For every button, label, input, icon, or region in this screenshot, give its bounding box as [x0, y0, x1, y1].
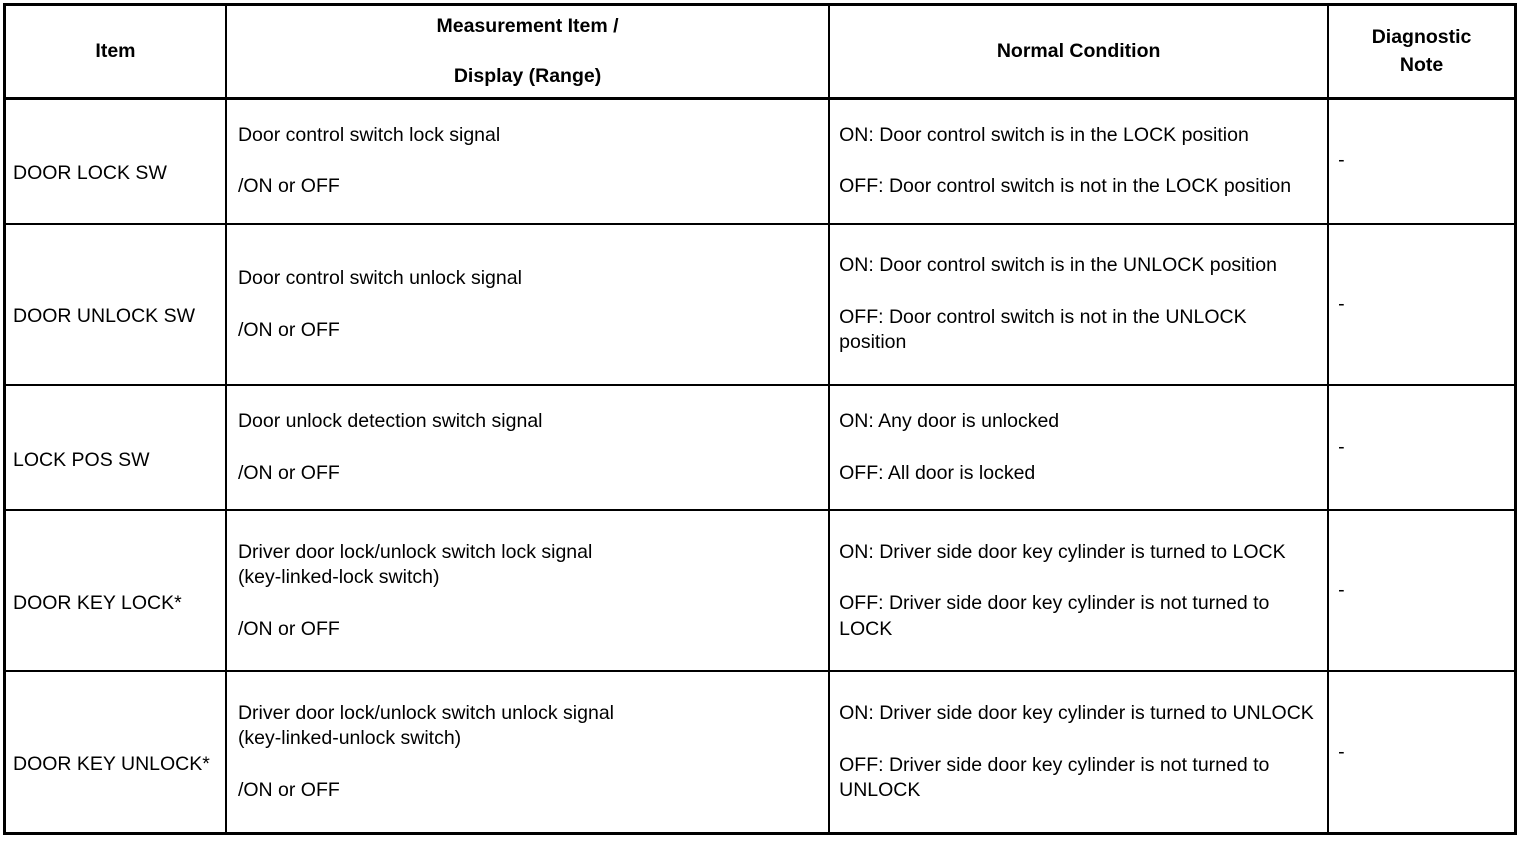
- column-header-measurement-label-line2: Display (Range): [453, 65, 602, 88]
- normal-condition-off: OFF: Driver side door key cylinder is no…: [839, 753, 1270, 802]
- normal-condition-off: OFF: Driver side door key cylinder is no…: [839, 592, 1270, 640]
- measurement-range: /ON or OFF: [237, 318, 340, 341]
- table-body: DOOR LOCK SW Door control switch lock si…: [4, 98, 1516, 834]
- normal-condition-off: OFF: All door is locked: [839, 461, 1036, 484]
- table-row: LOCK POS SW Door unlock detection switch…: [4, 385, 1516, 512]
- normal-condition-on: ON: Door control switch is in the UNLOCK…: [839, 254, 1277, 277]
- normal-condition-off: OFF: Door control switch is not in the L…: [839, 175, 1292, 198]
- cell-normal-condition: ON: Driver side door key cylinder is tur…: [829, 510, 1330, 673]
- measurement-range: /ON or OFF: [237, 461, 340, 484]
- column-header-measurement: Measurement Item / Display (Range): [225, 4, 831, 100]
- data-monitor-specification-table: Item Measurement Item / Display (Range) …: [3, 3, 1517, 835]
- table-row: DOOR KEY UNLOCK* Driver door lock/unlock…: [4, 671, 1516, 834]
- diagnostic-note-value: -: [1338, 740, 1345, 763]
- cell-item: LOCK POS SW: [4, 385, 227, 512]
- diagnostic-note-value: -: [1338, 579, 1345, 602]
- cell-diagnostic-note: -: [1328, 510, 1516, 673]
- cell-normal-condition: ON: Any door is unlocked OFF: All door i…: [829, 385, 1330, 512]
- cell-item: DOOR KEY UNLOCK*: [4, 671, 227, 834]
- measurement-range: /ON or OFF: [237, 175, 340, 198]
- item-name: DOOR UNLOCK SW: [13, 305, 196, 328]
- measurement-description: Driver door lock/unlock switch lock sign…: [237, 540, 593, 588]
- normal-condition-on: ON: Door control switch is in the LOCK p…: [839, 123, 1249, 146]
- normal-condition-on: ON: Any door is unlocked: [839, 410, 1060, 433]
- item-name: DOOR LOCK SW: [13, 162, 167, 185]
- column-header-diagnostic-note-label-line1: Diagnostic: [1371, 26, 1472, 48]
- column-header-measurement-label-line1: Measurement Item /: [436, 15, 619, 37]
- measurement-description: Door control switch lock signal: [237, 123, 501, 146]
- table-row: DOOR KEY LOCK* Driver door lock/unlock s…: [4, 510, 1516, 673]
- cell-diagnostic-note: -: [1328, 671, 1515, 833]
- normal-condition-off: OFF: Door control switch is not in the U…: [839, 305, 1247, 354]
- measurement-description: Door control switch unlock signal: [237, 266, 522, 289]
- item-name: DOOR KEY LOCK*: [13, 591, 182, 614]
- cell-measurement: Door control switch lock signal /ON or O…: [225, 98, 831, 225]
- cell-measurement: Driver door lock/unlock switch unlock si…: [225, 671, 831, 834]
- normal-condition-on: ON: Driver side door key cylinder is tur…: [839, 702, 1314, 725]
- cell-diagnostic-note: -: [1328, 385, 1516, 512]
- table-header: Item Measurement Item / Display (Range) …: [4, 4, 1516, 100]
- document-page: Item Measurement Item / Display (Range) …: [0, 3, 1520, 841]
- cell-normal-condition: ON: Door control switch is in the UNLOCK…: [829, 223, 1330, 387]
- column-header-diagnostic-note: Diagnostic Note: [1328, 4, 1516, 100]
- table-header-row: Item Measurement Item / Display (Range) …: [4, 4, 1516, 100]
- cell-normal-condition: ON: Driver side door key cylinder is tur…: [829, 671, 1330, 834]
- cell-diagnostic-note: -: [1328, 223, 1516, 387]
- column-header-item-label: Item: [95, 40, 136, 63]
- cell-normal-condition: ON: Door control switch is in the LOCK p…: [829, 98, 1330, 225]
- diagnostic-note-value: -: [1338, 292, 1345, 315]
- cell-diagnostic-note: -: [1328, 98, 1516, 225]
- cell-measurement: Driver door lock/unlock switch lock sign…: [225, 510, 831, 673]
- measurement-range: /ON or OFF: [237, 617, 340, 640]
- column-header-normal-condition-label: Normal Condition: [996, 40, 1161, 63]
- cell-item: DOOR KEY LOCK*: [4, 510, 227, 673]
- diagnostic-note-value: -: [1338, 149, 1345, 172]
- cell-item: DOOR LOCK SW: [4, 98, 227, 225]
- cell-measurement: Door unlock detection switch signal /ON …: [225, 385, 831, 512]
- column-header-normal-condition: Normal Condition: [829, 4, 1330, 100]
- item-name: LOCK POS SW: [13, 448, 150, 471]
- column-header-diagnostic-note-label-line2: Note: [1399, 54, 1444, 77]
- measurement-range: /ON or OFF: [237, 779, 340, 802]
- table-row: DOOR LOCK SW Door control switch lock si…: [4, 98, 1516, 225]
- normal-condition-on: ON: Driver side door key cylinder is tur…: [839, 540, 1286, 563]
- column-header-item: Item: [4, 4, 227, 100]
- diagnostic-note-value: -: [1338, 435, 1345, 458]
- cell-measurement: Door control switch unlock signal /ON or…: [225, 223, 831, 387]
- table-row: DOOR UNLOCK SW Door control switch unloc…: [4, 223, 1516, 387]
- item-name: DOOR KEY UNLOCK*: [13, 753, 210, 776]
- measurement-description: Door unlock detection switch signal: [237, 410, 543, 433]
- measurement-description: Driver door lock/unlock switch unlock si…: [237, 702, 615, 750]
- cell-item: DOOR UNLOCK SW: [4, 223, 227, 387]
